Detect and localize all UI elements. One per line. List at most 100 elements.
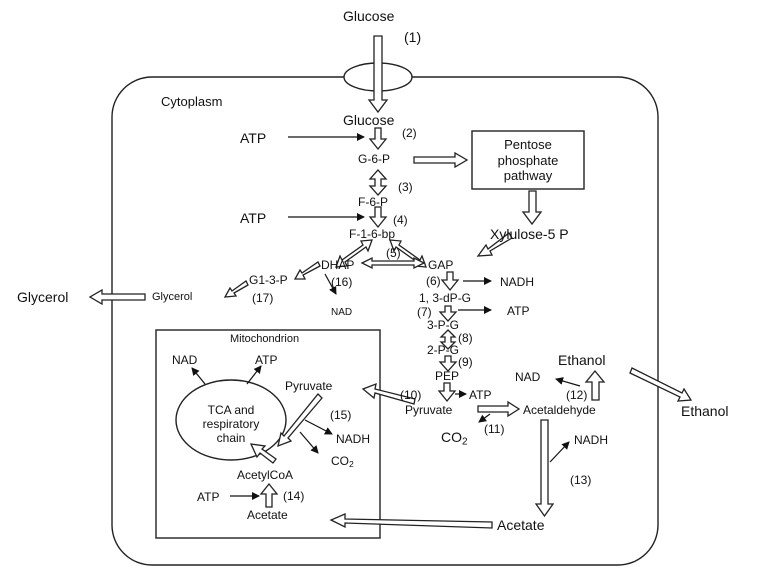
- label-step-17: (17): [252, 291, 274, 305]
- label-step-12: (12): [566, 388, 588, 402]
- label-pentose-pathway: Pentose phosphate pathway: [497, 137, 559, 184]
- label-atp-7: ATP: [507, 304, 530, 318]
- label-step-13: (13): [570, 473, 592, 487]
- co2-11-text: CO: [441, 429, 462, 445]
- arrow-step15: [277, 393, 323, 448]
- label-g6p: G-6-P: [358, 152, 391, 166]
- label-nad-mito: NAD: [172, 353, 198, 367]
- arrow-step7: [438, 305, 458, 322]
- label-step-15: (15): [330, 408, 352, 422]
- arrow-co2-15: [299, 431, 319, 454]
- label-step-1: (1): [404, 29, 422, 45]
- pentose-box: [471, 130, 585, 190]
- label-f6p: F-6-P: [358, 195, 388, 209]
- arrow-xylulose-gap: [476, 232, 513, 257]
- label-tca: TCA and respiratory chain: [202, 403, 260, 445]
- arrow-g6p-pentose: [413, 151, 469, 169]
- arrow-step6: [440, 271, 460, 292]
- arrow-acetate-import: [329, 513, 493, 529]
- label-glycerol-cyto: Glycerol: [152, 291, 193, 303]
- label-step-14: (14): [283, 489, 305, 503]
- label-ethanol-export: Ethanol: [681, 403, 729, 419]
- label-acetaldehyde: Acetaldehyde: [523, 403, 596, 417]
- arrow-nadh-15: [304, 419, 333, 435]
- arrow-step5: [360, 256, 426, 270]
- arrow-step8: [439, 329, 457, 350]
- label-glycerol-export: Glycerol: [17, 289, 69, 305]
- label-nad-16: NAD: [331, 307, 353, 318]
- label-nadh-6: NADH: [500, 275, 535, 289]
- arrow-step1: [367, 35, 389, 114]
- label-atp-14: ATP: [197, 490, 220, 504]
- arrow-nadh-13: [549, 441, 570, 463]
- arrow-step2: [368, 127, 388, 151]
- label-dhap: DHAP: [321, 258, 355, 272]
- arrow-dhap-g13p: [293, 261, 321, 280]
- arrow-glycerol-export: [88, 288, 146, 306]
- label-g13p: G1-3-P: [249, 273, 288, 287]
- arrow-f16bp-dhap: [335, 239, 373, 268]
- arrow-g13p-glycerol: [223, 280, 249, 298]
- label-acetylcoa: AcetylCoA: [237, 468, 294, 482]
- label-step-6: (6): [426, 274, 441, 288]
- label-cytoplasm: Cytoplasm: [161, 94, 223, 109]
- arrow-co2-11: [478, 413, 491, 423]
- tca-circle: [175, 379, 287, 461]
- label-xylulose: Xylulose-5 P: [490, 226, 569, 242]
- label-nad-12: NAD: [515, 370, 541, 384]
- label-atp-glucose: ATP: [240, 130, 267, 146]
- label-co2-11: CO2: [441, 430, 468, 448]
- label-nadh-15: NADH: [336, 432, 371, 446]
- arrow-step13: [534, 419, 555, 518]
- label-step-10: (10): [400, 388, 422, 402]
- label-f16bp: F-1-6-bp: [349, 227, 396, 241]
- mitochondrion-box: [155, 329, 381, 539]
- label-step-16: (16): [331, 275, 353, 289]
- arrow-step10: [437, 382, 457, 403]
- label-glucose-outside: Glucose: [343, 8, 395, 24]
- label-co2-15: CO2: [331, 455, 354, 469]
- arrow-step14: [259, 482, 279, 508]
- label-mitochondrion: Mitochondrion: [230, 333, 300, 345]
- label-step-9: (9): [458, 355, 473, 369]
- arrow-nad-12: [555, 377, 581, 387]
- label-2pg: 2-P-G: [427, 343, 460, 357]
- label-3pg: 3-P-G: [427, 318, 460, 332]
- co2-15-subscript: 2: [349, 459, 354, 470]
- arrow-ethanol-export: [629, 367, 693, 402]
- label-step-4: (4): [393, 213, 408, 227]
- arrow-nad-mito: [191, 367, 206, 385]
- label-nadh-13: NADH: [574, 433, 609, 447]
- label-atp-10: ATP: [469, 388, 492, 402]
- label-step-8: (8): [458, 331, 473, 345]
- label-step-11: (11): [484, 422, 505, 436]
- label-acetate-cyto: Acetate: [497, 517, 545, 533]
- label-atp-f6p: ATP: [240, 210, 267, 226]
- arrow-pentose-xylulose: [521, 190, 543, 226]
- arrow-pyruvate-to-mito: [361, 382, 416, 405]
- label-glucose-inside: Glucose: [343, 112, 395, 128]
- label-atp-mito: ATP: [255, 353, 278, 367]
- label-step-5: (5): [386, 246, 401, 260]
- label-pyruvate-cyto: Pyruvate: [405, 403, 453, 417]
- arrow-step3: [368, 169, 388, 196]
- label-13dpg: 1, 3-dP-G: [419, 291, 472, 305]
- label-pep: PEP: [435, 369, 460, 383]
- label-step-3: (3): [398, 180, 413, 194]
- arrow-acetylcoa-tca: [249, 443, 277, 464]
- label-gap: GAP: [428, 258, 454, 272]
- arrow-step12: [584, 369, 606, 401]
- label-step-7: (7): [417, 305, 432, 319]
- co2-15-text: CO: [331, 454, 349, 468]
- co2-11-subscript: 2: [462, 436, 468, 448]
- arrow-step11: [477, 400, 521, 418]
- label-pyruvate-mito: Pyruvate: [285, 379, 333, 393]
- label-ethanol-cyto: Ethanol: [558, 352, 606, 368]
- arrow-atp-mito: [246, 365, 262, 385]
- label-acetate-mito: Acetate: [247, 508, 288, 522]
- label-step-2: (2): [402, 126, 417, 140]
- arrow-nad-16: [324, 273, 337, 295]
- arrow-step4: [368, 206, 388, 229]
